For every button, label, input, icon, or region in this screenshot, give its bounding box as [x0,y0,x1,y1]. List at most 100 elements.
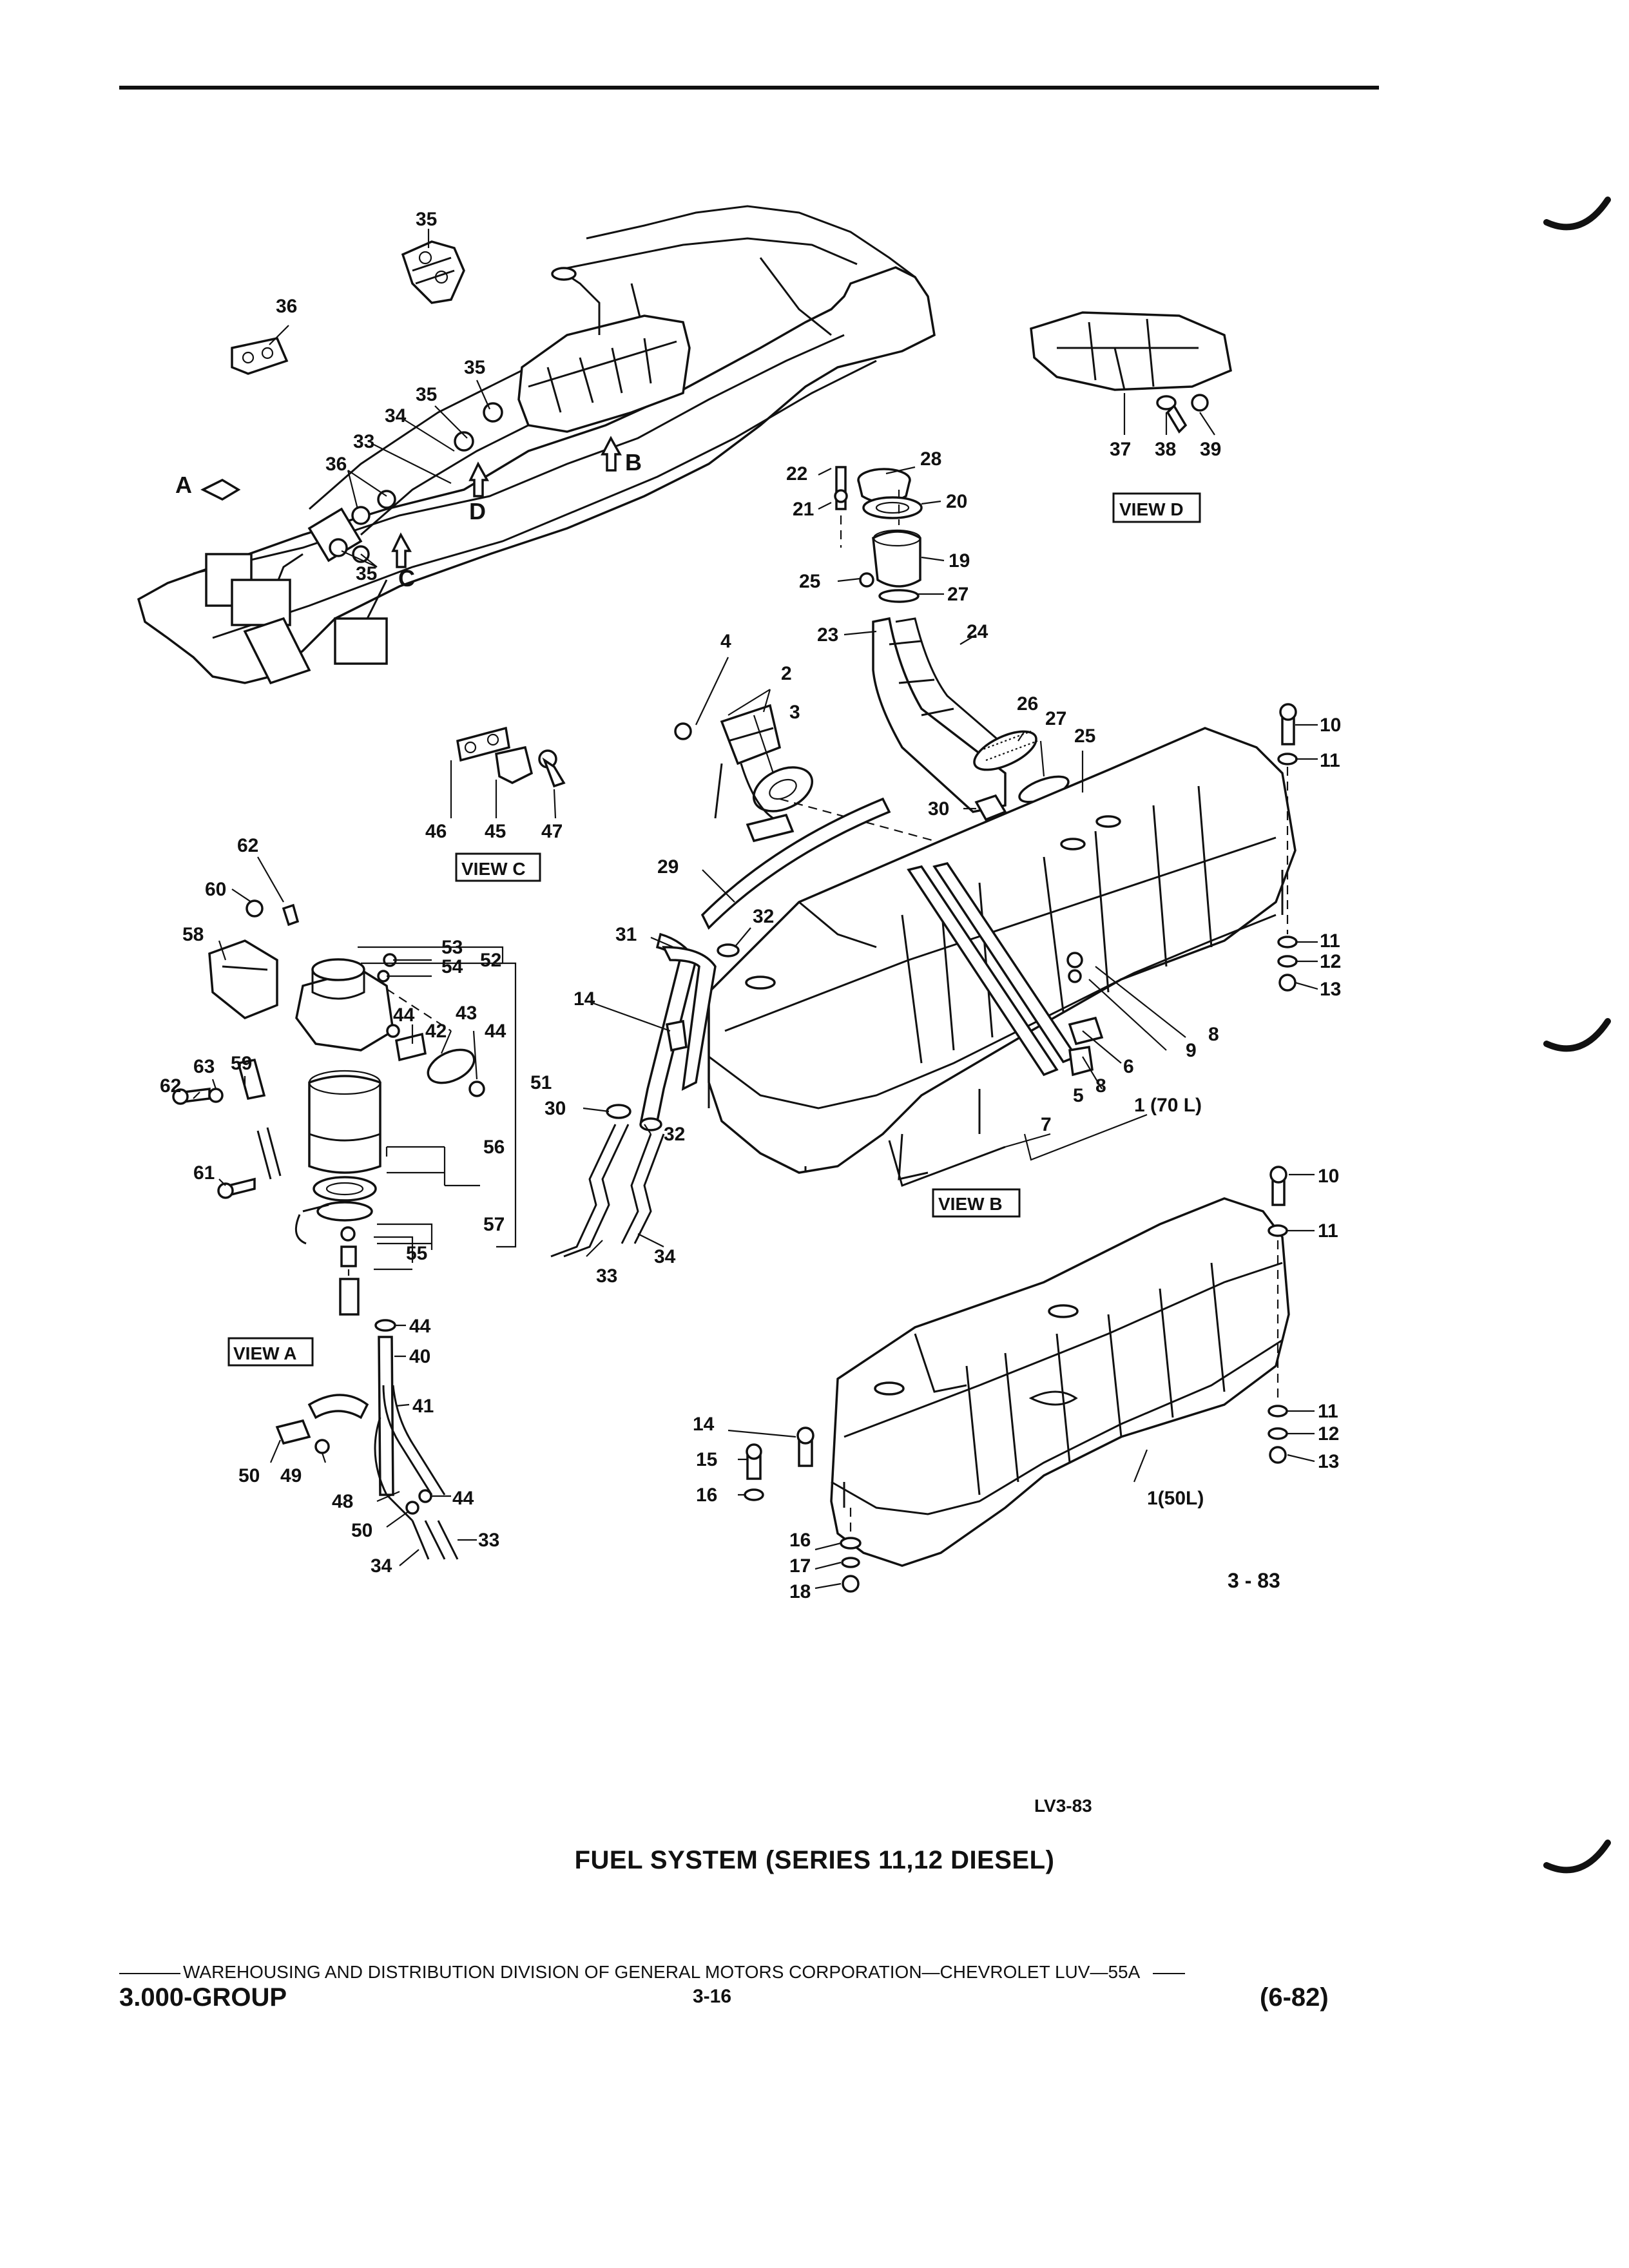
clip-bracket-36 [231,336,289,375]
view-c-label: VIEW C [461,859,526,879]
callout: 8 [1095,1075,1106,1097]
callout: 35 [416,209,437,230]
callout: 29 [657,856,679,878]
callout: 4 [720,631,731,652]
view-b-label: VIEW B [938,1194,1003,1214]
callout: 33 [478,1530,499,1551]
revision-date: (6-82) [1260,1983,1329,2012]
view-c-box [455,852,541,882]
callout: 31 [615,924,637,945]
callout: 48 [332,1491,353,1512]
callout: 35 [416,384,437,405]
callout: 36 [325,454,347,475]
callout: 34 [654,1246,676,1267]
callout: 54 [441,956,463,977]
callout: 27 [947,584,969,605]
tank-bolts-50l [744,1166,1288,1593]
callout: 34 [371,1555,392,1577]
callout: 35 [464,357,485,378]
callout: 40 [409,1346,430,1367]
callout: 39 [1200,439,1221,460]
top-rule [119,86,1379,90]
callout: 20 [946,491,967,512]
callout: 12 [1318,1423,1339,1445]
callout: 56 [483,1137,505,1158]
callout: 16 [789,1530,811,1551]
callout: 61 [193,1162,215,1184]
figure-title: FUEL SYSTEM (SERIES 11,12 DIESEL) [574,1846,1055,1874]
callout: 26 [1017,693,1038,715]
callout: 22 [786,463,807,485]
callout: 11 [1318,1220,1338,1242]
callout: 13 [1320,979,1341,1000]
tank-bolts-70l [1277,703,1298,992]
callout: 33 [353,431,374,452]
view-a-box [227,1337,314,1367]
callout: 25 [799,571,820,592]
clip-bracket-35 [401,240,465,304]
view-pointer-a-letter: A [175,472,192,498]
callout: 50 [238,1465,260,1486]
callout: 17 [789,1555,811,1577]
callout: 14 [693,1414,715,1435]
callout: 30 [928,798,949,820]
figure-code: LV3-83 [1034,1796,1092,1816]
view-pointer-d-letter: D [469,498,486,524]
callout: 57 [483,1214,505,1235]
callout: 11 [1320,750,1340,771]
callout: 30 [545,1098,566,1119]
callout: 15 [696,1449,717,1470]
callout: 28 [920,448,941,470]
view-a-hoses [275,1319,459,1560]
view-b-box [932,1188,1021,1218]
callout: 44 [409,1316,431,1337]
auxiliary-tank-on-frame [517,267,691,433]
tank-50l-label: 1(50L) [1147,1488,1204,1509]
callout: 49 [280,1465,302,1486]
callout: 37 [1110,439,1131,460]
callout: 58 [182,924,204,945]
callout: 41 [412,1396,434,1417]
callout-numbers: 35 36 35 35 34 33 36 35 37 38 39 22 21 2… [160,209,1341,1602]
view-d-label: VIEW D [1119,499,1184,519]
view-c-connector [456,726,566,788]
callout: 25 [1074,726,1095,747]
filler-neck-assembly [834,466,1092,822]
callout: 27 [1045,708,1066,729]
callout: 24 [967,621,988,642]
binder-mark-middle [1543,1018,1611,1052]
figure-reference: 3 - 83 [1228,1569,1280,1592]
callout: 44 [393,1004,415,1026]
view-pointer-b-letter: B [625,449,642,476]
group-number: 3.000-GROUP [119,1983,287,2012]
callout: 63 [193,1056,215,1077]
callout: 52 [480,950,501,971]
fuel-tank-50l [830,1197,1290,1567]
view-d-box [1112,492,1201,523]
callout: 47 [541,821,563,842]
callout: 10 [1320,715,1341,736]
leader-lines [193,229,1318,1590]
callout: 32 [664,1124,685,1145]
callout: 14 [574,988,595,1010]
callout: 42 [425,1021,447,1042]
callout: 13 [1318,1451,1339,1472]
callout: 35 [356,563,377,584]
callout: 62 [237,835,258,856]
binder-mark-bottom [1543,1840,1611,1874]
callout: 6 [1123,1056,1134,1077]
view-pointer-c [391,532,412,568]
callout: 23 [817,624,838,646]
callout: 18 [789,1581,811,1602]
page-number: 3-16 [693,1986,732,2007]
callout: 7 [1041,1114,1052,1135]
chassis-frame [137,205,936,685]
footer-publisher-text: WAREHOUSING AND DISTRIBUTION DIVISION OF… [183,1962,1141,1982]
callout: 46 [425,821,447,842]
footer-publisher-line: WAREHOUSING AND DISTRIBUTION DIVISION OF… [119,1962,1344,1983]
callout: 55 [406,1243,427,1264]
view-d-heat-shield [1030,311,1232,436]
callout: 19 [949,550,970,572]
callout: 60 [205,879,226,900]
